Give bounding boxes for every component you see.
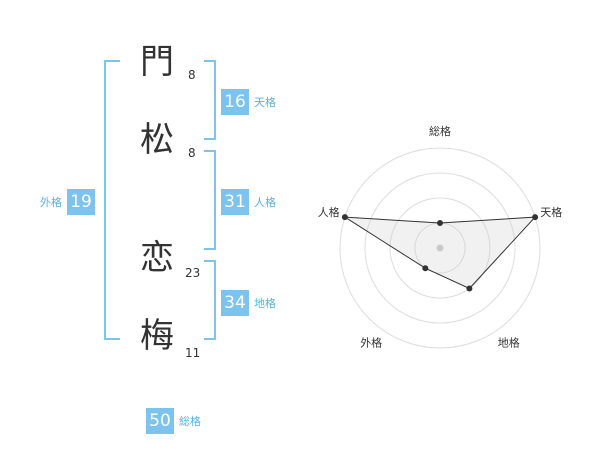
jinkaku-value: 31 xyxy=(221,189,249,215)
jinkaku-bracket xyxy=(204,150,216,250)
stroke-count-2: 8 xyxy=(188,146,196,160)
gaikaku-badge: 外格 19 xyxy=(40,189,95,215)
tenkaku-value: 16 xyxy=(221,89,249,115)
radar-ring-4 xyxy=(339,147,541,349)
radar-point-4 xyxy=(422,265,429,272)
jinkaku-badge: 31 人格 xyxy=(221,189,276,215)
name-char-4: 梅 xyxy=(140,316,174,356)
jinkaku-label: 人格 xyxy=(254,196,276,209)
radar-axis-label-1: 総格 xyxy=(429,124,451,138)
name-char-2: 松 xyxy=(140,120,174,160)
name-char-1: 門 xyxy=(140,42,174,82)
radar-center-dot xyxy=(436,244,444,252)
stroke-count-1: 8 xyxy=(188,68,196,82)
radar-point-2 xyxy=(532,214,539,221)
radar-axis-label-3: 地格 xyxy=(498,336,520,350)
tenkaku-bracket xyxy=(204,60,216,140)
stroke-count-4: 11 xyxy=(185,346,201,360)
radar-axis-label-4: 外格 xyxy=(360,336,382,350)
radar-ring-2 xyxy=(389,197,491,299)
radar-point-5 xyxy=(341,214,348,221)
radar-point-1 xyxy=(437,220,443,226)
name-char-3: 恋 xyxy=(140,238,174,278)
soukaku-value: 50 xyxy=(146,408,174,434)
radar-axis-label-2: 天格 xyxy=(540,205,562,219)
gaikaku-label: 外格 xyxy=(40,196,62,209)
radar-ring-3 xyxy=(364,172,516,324)
tenkaku-badge: 16 天格 xyxy=(221,89,276,115)
chikaku-bracket xyxy=(204,260,216,340)
stroke-count-3: 23 xyxy=(185,266,201,280)
soukaku-badge: 50 総格 xyxy=(146,408,201,434)
gaikaku-bracket xyxy=(104,60,120,340)
chikaku-value: 34 xyxy=(221,290,249,316)
tenkaku-label: 天格 xyxy=(254,96,276,109)
radar-data-polygon xyxy=(344,216,537,290)
radar-axis-label-5: 人格 xyxy=(318,205,340,219)
soukaku-label: 総格 xyxy=(179,415,201,428)
chikaku-label: 地格 xyxy=(254,297,276,310)
radar-point-3 xyxy=(466,285,473,292)
chikaku-badge: 34 地格 xyxy=(221,290,276,316)
gaikaku-value: 19 xyxy=(67,189,95,215)
